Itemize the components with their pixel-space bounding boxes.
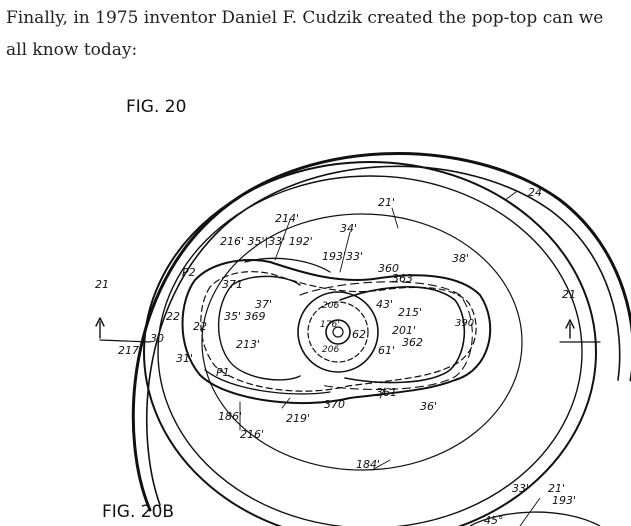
label-390: 390 [455,318,474,329]
label-361: 361 [376,386,397,399]
label-206-b: 206 [322,345,339,355]
lid-ring-2 [157,175,583,526]
label-360: 360 [378,262,399,275]
intro-caption: Finally, in 1975 inventor Daniel F. Cudz… [6,8,604,60]
label-21-right: 21 [562,288,576,301]
handle-top [244,257,331,273]
tab-inner [200,271,477,392]
bottom-detail-arc [469,511,601,526]
handle-loop [217,275,301,381]
label-30: 30 [150,332,164,345]
label-p1: P1 [216,366,230,379]
rivet-center [332,326,344,338]
label-22-b: 22 [193,320,207,333]
arrow-left [95,317,105,339]
label-36: 36' [420,400,437,413]
section-line-left [99,339,151,343]
label-22-a: 22 [166,310,180,323]
label-35-369: 35' 369 [224,310,266,323]
rivet-outer [297,291,379,373]
label-21-b: 21' [548,482,565,495]
lid-ring-1 [143,161,597,526]
label-370: 370 [324,398,345,411]
label-363: 363 [392,272,413,285]
handle-grip [204,369,331,395]
score-line [299,281,473,391]
label-21-top: 21' [378,196,395,209]
label-214: 214' [275,212,299,225]
label-184: 184' [356,458,380,471]
label-61: 61' [378,344,395,357]
label-371: 371 [222,278,243,291]
label-45-degrees: 45° [484,514,504,526]
label-186: 186' [218,410,242,423]
outer-rim-inner [145,165,621,506]
tear-panel [339,286,466,384]
rivet-mid [307,301,369,363]
label-37: 37' [255,298,272,311]
label-193-33: 193'33' [322,250,363,263]
label-193-b: 193' [552,494,576,507]
tab-outer [181,259,492,405]
label-201: 201' [392,324,416,337]
label-176: 176' [320,320,340,330]
label-62: 62 [352,328,366,341]
label-206-a: 206 [322,301,339,311]
label-362: 362 [402,336,423,349]
lid-ring-3 [201,213,523,471]
arrow-right [565,319,575,339]
label-33-b: 33' [512,482,529,495]
label-34: 34' [340,222,357,235]
label-216-b: 216' [240,428,264,441]
pop-top-can-diagram: FIG. 20 FIG. 20B 21' 24' 214' 34' 216' 3… [95,97,631,526]
fig-title-bottom: FIG. 20B [102,502,174,522]
patent-drawing: FIG. 20 FIG. 20B 21' 24' 214' 34' 216' 3… [0,80,631,526]
label-215: 215' [398,306,422,319]
label-219: 219' [286,412,310,425]
label-21-left: 21 [95,278,109,291]
label-24: 24' [528,186,545,199]
label-217: 217 [118,344,139,357]
label-213: 213' [236,338,260,351]
label-43: 43' [376,298,393,311]
fig-title-top: FIG. 20 [126,97,186,117]
label-216-35-33-192: 216' 35'|33' 192' [220,235,313,248]
outer-rim [131,152,631,512]
label-38: 38' [452,252,469,265]
rivet-core [325,319,351,345]
label-31: 31' [176,352,193,365]
label-p2: P2 [182,266,196,279]
